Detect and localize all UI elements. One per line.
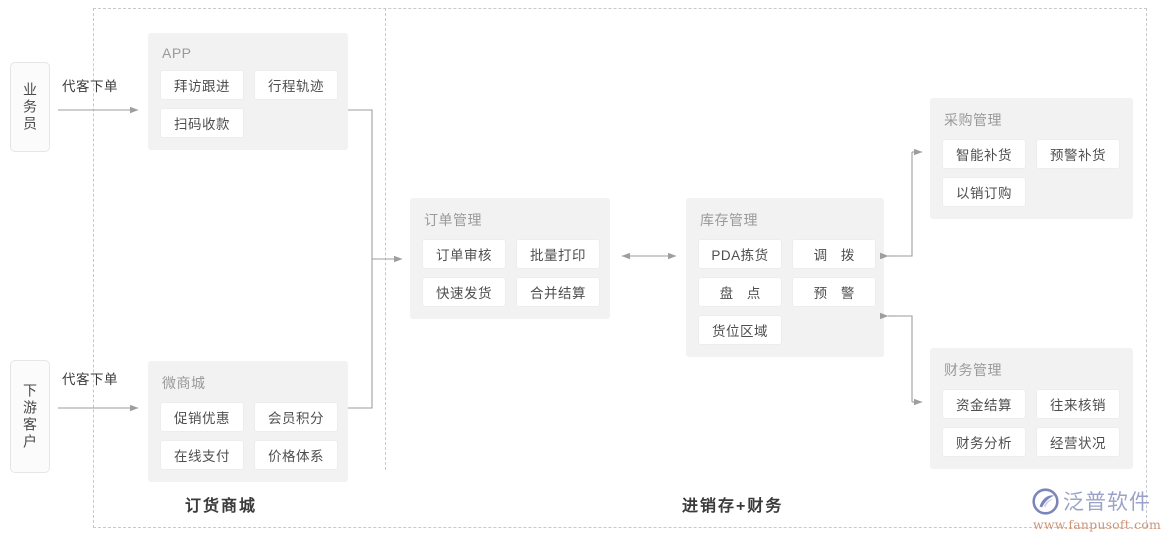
chip-transfer[interactable]: 调 拨 <box>792 239 876 269</box>
panel-micro-mall: 微商城 促销优惠 会员积分 在线支付 价格体系 <box>148 361 348 482</box>
panel-purchase-management: 采购管理 智能补货 预警补货 以销订购 <box>930 98 1133 219</box>
chip-price-system[interactable]: 价格体系 <box>254 440 338 470</box>
panel-order-row-1: 订单审核 批量打印 <box>422 239 600 269</box>
actor-sales-rep-label: 业务员 <box>22 81 38 133</box>
chip-member-points[interactable]: 会员积分 <box>254 402 338 432</box>
panel-order-management-title: 订单管理 <box>424 212 482 228</box>
panel-app-row-1: 拜访跟进 行程轨迹 <box>160 70 338 100</box>
chip-business-status[interactable]: 经营状况 <box>1036 427 1120 457</box>
section-caption-erp-finance: 进销存+财务 <box>682 498 784 515</box>
panel-purchase-row-1: 智能补货 预警补货 <box>942 139 1121 169</box>
fanpu-logo-icon <box>1032 487 1059 515</box>
panel-finance-management-title: 财务管理 <box>944 362 1002 378</box>
chip-smart-replenish[interactable]: 智能补货 <box>942 139 1026 169</box>
chip-location-zone[interactable]: 货位区域 <box>698 315 782 345</box>
panel-inventory-row-3: 货位区域 <box>698 315 872 345</box>
panel-purchase-management-title: 采购管理 <box>944 112 1002 128</box>
chip-online-payment[interactable]: 在线支付 <box>160 440 244 470</box>
flow-label-customer-to-mall: 代客下单 <box>62 372 118 387</box>
actor-sales-rep: 业务员 <box>10 62 50 152</box>
watermark-url-text: www.fanpusoft.com <box>1033 517 1162 532</box>
chip-alert-replenish[interactable]: 预警补货 <box>1036 139 1120 169</box>
panel-inventory-row-2: 盘 点 预 警 <box>698 277 876 307</box>
chip-financial-analysis[interactable]: 财务分析 <box>942 427 1026 457</box>
chip-promotion[interactable]: 促销优惠 <box>160 402 244 432</box>
section-divider-dashed <box>385 8 386 470</box>
panel-finance-management: 财务管理 资金结算 往来核销 财务分析 经营状况 <box>930 348 1133 469</box>
watermark-brand-text: 泛普软件 <box>1063 490 1151 514</box>
panel-order-management: 订单管理 订单审核 批量打印 快速发货 合并结算 <box>410 198 610 319</box>
chip-scan-collect[interactable]: 扫码收款 <box>160 108 244 138</box>
panel-micro-mall-row-2: 在线支付 价格体系 <box>160 440 338 470</box>
chip-quick-ship[interactable]: 快速发货 <box>422 277 506 307</box>
panel-finance-row-1: 资金结算 往来核销 <box>942 389 1121 419</box>
panel-inventory-row-1: PDA拣货 调 拨 <box>698 239 876 269</box>
panel-app-row-2: 扫码收款 <box>160 108 336 138</box>
watermark-logo: 泛普软件 www.fanpusoft.com <box>1032 486 1164 538</box>
panel-finance-row-2: 财务分析 经营状况 <box>942 427 1121 457</box>
chip-sales-based-order[interactable]: 以销订购 <box>942 177 1026 207</box>
panel-micro-mall-row-1: 促销优惠 会员积分 <box>160 402 338 432</box>
chip-order-audit[interactable]: 订单审核 <box>422 239 506 269</box>
panel-order-row-2: 快速发货 合并结算 <box>422 277 600 307</box>
chip-ar-ap-writeoff[interactable]: 往来核销 <box>1036 389 1120 419</box>
chip-fund-settlement[interactable]: 资金结算 <box>942 389 1026 419</box>
panel-app-title: APP <box>162 45 192 61</box>
chip-visit-followup[interactable]: 拜访跟进 <box>160 70 244 100</box>
panel-micro-mall-title: 微商城 <box>162 375 206 391</box>
chip-merge-settle[interactable]: 合并结算 <box>516 277 600 307</box>
flow-label-sales-to-app: 代客下单 <box>62 79 118 94</box>
panel-inventory-management-title: 库存管理 <box>700 212 758 228</box>
actor-downstream-customer-label: 下游客户 <box>22 382 38 451</box>
chip-trip-track[interactable]: 行程轨迹 <box>254 70 338 100</box>
panel-app: APP 拜访跟进 行程轨迹 扫码收款 <box>148 33 348 150</box>
outer-dashed-frame <box>93 8 1147 528</box>
section-caption-ordering-mall: 订货商城 <box>185 498 258 515</box>
actor-downstream-customer: 下游客户 <box>10 360 50 473</box>
chip-stocktaking[interactable]: 盘 点 <box>698 277 782 307</box>
watermark-brand-row: 泛普软件 <box>1032 486 1151 516</box>
chip-batch-print[interactable]: 批量打印 <box>516 239 600 269</box>
panel-inventory-management: 库存管理 PDA拣货 调 拨 盘 点 预 警 货位区域 <box>686 198 884 357</box>
panel-purchase-row-2: 以销订购 <box>942 177 1121 207</box>
chip-pda-picking[interactable]: PDA拣货 <box>698 239 782 269</box>
chip-alert[interactable]: 预 警 <box>792 277 876 307</box>
